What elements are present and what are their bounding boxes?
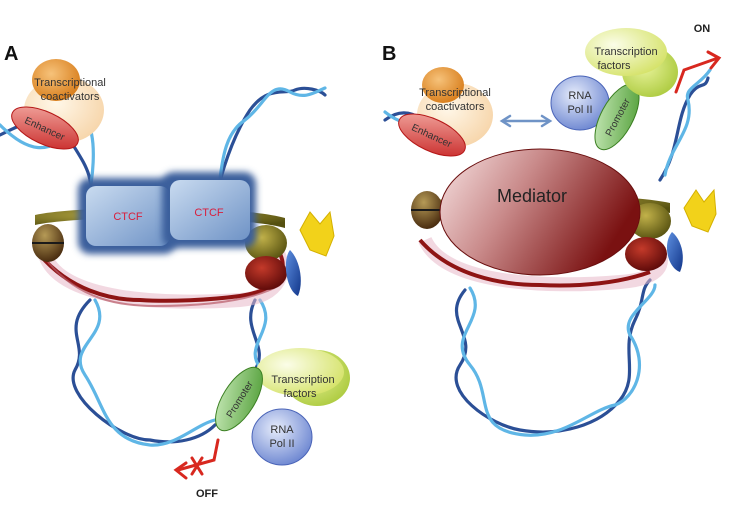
state-label-on: ON <box>694 23 711 35</box>
panel-b: B Mediator Trans <box>382 23 722 437</box>
tf-b-line1: Transcription <box>594 46 657 58</box>
cohesin-ring-b <box>418 236 668 292</box>
yellow-star-a <box>299 210 335 257</box>
cohesin-red-right-b <box>625 237 667 271</box>
rnapol-b-line1: RNA <box>568 90 592 102</box>
yellow-star-b <box>683 188 717 233</box>
transcription-factors-b: Transcription factors <box>585 28 678 97</box>
state-label-off: OFF <box>196 488 218 500</box>
cohesin-red-right-a <box>245 256 287 290</box>
mediator: Mediator <box>439 148 641 276</box>
tf-b-line2: factors <box>597 60 631 72</box>
transcription-factors-a: Transcription factors <box>256 348 350 406</box>
interaction-arrow <box>499 114 553 128</box>
panel-b-letter: B <box>382 43 396 65</box>
rna-pol-a: RNA Pol II <box>251 408 313 466</box>
panel-a: A CTCF <box>0 43 350 500</box>
ctcf-left: CTCF <box>78 178 176 254</box>
coactivators-a-line2: coactivators <box>41 91 100 103</box>
mediator-label: Mediator <box>497 186 567 206</box>
coactivators-b-line1: Transcriptional <box>419 87 491 99</box>
off-arrow <box>173 438 220 480</box>
panel-a-letter: A <box>4 43 18 65</box>
rna-pol-b: RNA Pol II <box>550 75 610 131</box>
tf-a-line1: Transcription <box>271 374 334 386</box>
blue-cap-b <box>666 232 683 272</box>
ctcf-left-label: CTCF <box>113 211 143 223</box>
rnapol-a-line2: Pol II <box>269 438 294 450</box>
blue-cap-a <box>285 250 301 296</box>
coactivators-b-line2: coactivators <box>426 101 485 113</box>
rnapol-a-line1: RNA <box>270 424 294 436</box>
ctcf-right-label: CTCF <box>194 207 224 219</box>
on-arrow <box>674 50 722 94</box>
tf-a-line2: factors <box>283 388 317 400</box>
coactivators-a-line1: Transcriptional <box>34 77 106 89</box>
rnapol-b-line2: Pol II <box>567 104 592 116</box>
ctcf-right: CTCF <box>162 172 256 248</box>
